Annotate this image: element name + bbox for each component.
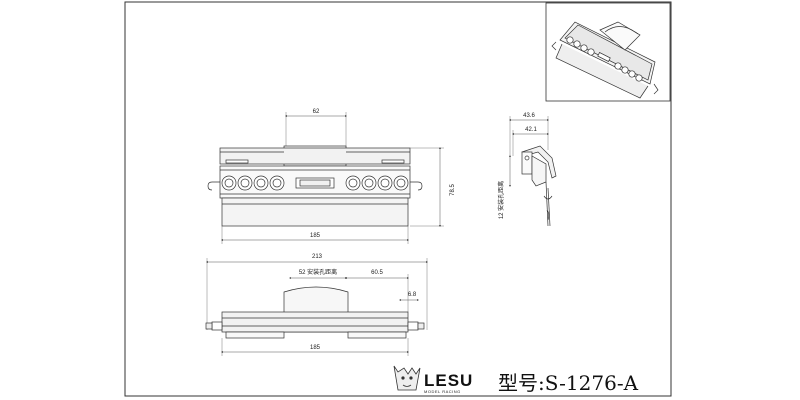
dim-side-outer-width: 43.6 xyxy=(523,113,535,119)
dim-front-bottom-width: 185 xyxy=(310,233,321,239)
dim-front-height: 78.5 xyxy=(450,184,456,196)
dim-plan-hole-spacing: 52 安装孔距离 xyxy=(299,268,337,276)
front-view xyxy=(207,112,444,244)
drawing-frame xyxy=(124,1,672,397)
dim-plan-overall-width: 213 xyxy=(312,254,323,260)
plan-view xyxy=(205,258,428,356)
lion-head-logo-icon xyxy=(393,365,421,391)
side-view xyxy=(509,116,557,227)
dim-plan-small: 6.8 xyxy=(408,292,417,298)
model-label: 型号:S-1276-A xyxy=(498,371,639,395)
dim-plan-offset: 60.5 xyxy=(371,270,383,276)
brand-subtitle: MODEL RACING xyxy=(424,389,461,394)
isometric-view xyxy=(545,2,671,102)
dim-front-top-width: 62 xyxy=(313,109,320,115)
dim-side-hole-note: 12 安装孔距离 xyxy=(497,181,505,219)
dim-side-inner-width: 42.1 xyxy=(525,127,537,133)
dim-plan-bottom-width: 185 xyxy=(310,345,321,351)
brand-name: LESU xyxy=(424,371,473,390)
